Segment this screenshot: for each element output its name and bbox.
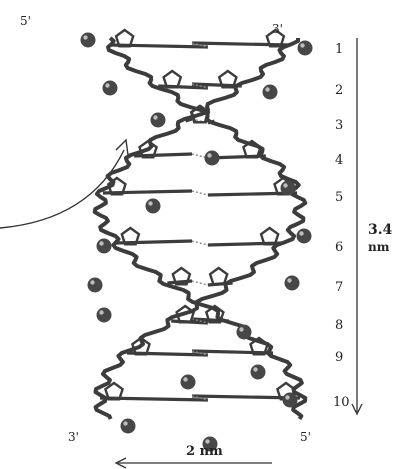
step-number: 10 xyxy=(333,395,350,410)
atom-highlight xyxy=(99,310,103,314)
phosphate-atom xyxy=(88,278,103,293)
step-number: 7 xyxy=(335,280,343,295)
width-label: 2 nm xyxy=(186,444,223,459)
phosphate-atom xyxy=(298,41,313,56)
step-number: 9 xyxy=(335,350,343,365)
atom-highlight xyxy=(99,241,103,245)
phosphate-atom xyxy=(103,81,118,96)
atom-highlight xyxy=(207,153,211,157)
atom-highlight xyxy=(283,183,287,187)
atom-highlight xyxy=(148,201,152,205)
step-number: 1 xyxy=(335,42,343,57)
atom-highlight xyxy=(90,280,94,284)
phosphate-atom xyxy=(283,393,298,408)
sugar-ring xyxy=(210,268,227,284)
atom-highlight xyxy=(83,35,87,39)
end-label-top-left: 5' xyxy=(20,14,31,28)
phosphate-atom xyxy=(146,199,161,214)
atom-highlight xyxy=(300,43,304,47)
phosphate-atom xyxy=(151,113,166,128)
phosphate-atom xyxy=(281,181,296,196)
phosphate-atom xyxy=(97,239,112,254)
phosphate-atom xyxy=(205,151,220,166)
atom-highlight xyxy=(153,115,157,119)
step-number: 4 xyxy=(335,153,343,168)
atom-highlight xyxy=(287,278,291,282)
phosphate-atom xyxy=(181,375,196,390)
end-label-bottom-right: 5' xyxy=(300,430,311,444)
phosphate-atom xyxy=(263,85,278,100)
step-number: 2 xyxy=(335,83,343,98)
phosphate-atom xyxy=(81,33,96,48)
step-number: 5 xyxy=(335,190,343,205)
step-number: 3 xyxy=(335,118,343,133)
atom-highlight xyxy=(285,395,289,399)
sugar-ring xyxy=(164,71,181,87)
phosphate-atom xyxy=(121,419,136,434)
atom-highlight xyxy=(105,83,109,87)
phosphate-atom xyxy=(237,325,252,340)
end-label-top-right: 3' xyxy=(272,22,283,36)
atom-highlight xyxy=(183,377,187,381)
end-label-bottom-left: 3' xyxy=(68,430,79,444)
atom-highlight xyxy=(239,327,243,331)
step-number: 8 xyxy=(335,318,343,333)
atom-highlight xyxy=(123,421,127,425)
hydrogen-bond xyxy=(192,191,208,195)
atom-highlight xyxy=(299,231,303,235)
step-number: 6 xyxy=(335,240,343,255)
hydrogen-bond xyxy=(192,241,208,245)
hydrogen-bond xyxy=(192,281,208,285)
pitch-unit: nm xyxy=(368,240,389,254)
pitch-value: 3.4 xyxy=(368,222,392,238)
phosphate-atom xyxy=(251,365,266,380)
phosphate-atom xyxy=(297,229,312,244)
phosphate-atom xyxy=(97,308,112,323)
atom-highlight xyxy=(265,87,269,91)
phosphate-atom xyxy=(285,276,300,291)
atom-highlight xyxy=(253,367,257,371)
